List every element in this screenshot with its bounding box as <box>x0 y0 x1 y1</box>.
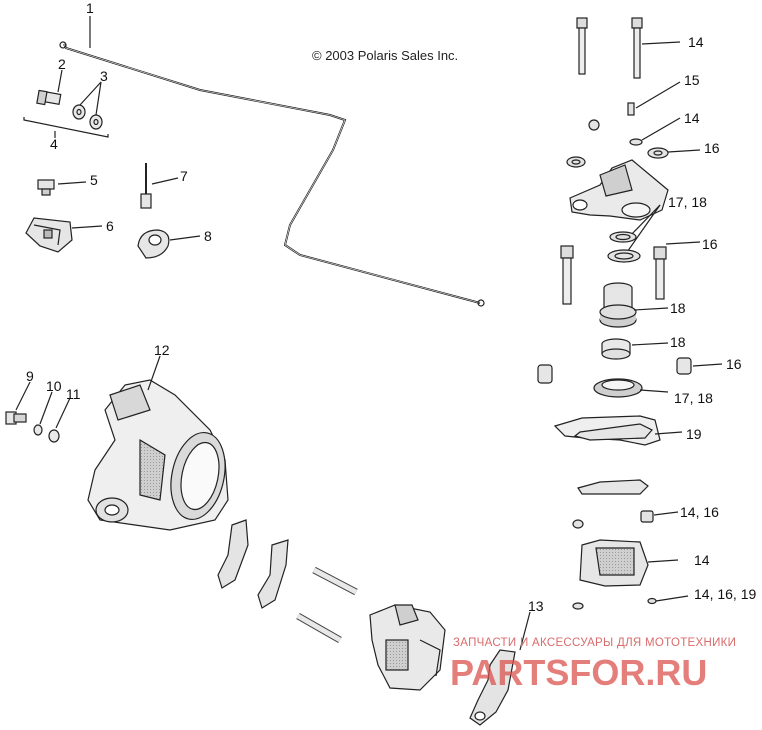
callout-3: 3 <box>100 68 108 84</box>
callout-9: 9 <box>26 368 34 384</box>
seal-assembly-17-18 <box>593 378 643 398</box>
callout-15: 15 <box>684 72 700 88</box>
washer-11 <box>48 429 60 443</box>
watermark-subtitle: ЗАПЧАСТИ И АКСЕССУАРЫ ДЛЯ МОТОТЕХНИКИ <box>453 637 737 649</box>
bracket-13 <box>469 649 516 726</box>
callout-14-16: 14, 16 <box>680 504 719 520</box>
callout-14-top: 14 <box>688 34 704 50</box>
callout-13: 13 <box>528 598 544 614</box>
callout-1: 1 <box>86 0 94 16</box>
caliper-bolts-16 <box>560 245 667 305</box>
brake-pads <box>217 519 289 609</box>
brake-caliper <box>369 604 446 691</box>
clip-6 <box>25 217 73 253</box>
bushing-16-right <box>676 357 692 375</box>
callout-10: 10 <box>46 378 62 394</box>
kit-bracket-4 <box>23 117 109 138</box>
callout-11: 11 <box>66 386 81 402</box>
washer-10 <box>33 424 43 436</box>
callout-4: 4 <box>50 136 58 152</box>
watermark-logo: PARTSFOR.RU <box>450 652 707 693</box>
pad-shims-19 <box>553 415 661 495</box>
bleeder-15 <box>627 102 635 116</box>
callout-19: 19 <box>686 426 702 442</box>
p-clip-8 <box>137 229 170 259</box>
knuckle-housing-12 <box>87 379 229 531</box>
screw-7 <box>140 163 152 209</box>
callout-12: 12 <box>154 342 170 358</box>
washers-3 <box>72 104 103 130</box>
callout-18-piston: 18 <box>670 300 686 316</box>
piston-seal-18 <box>601 338 631 360</box>
callout-7: 7 <box>180 168 188 184</box>
callout-14-seal: 14 <box>684 110 700 126</box>
callout-2: 2 <box>58 56 66 72</box>
piston-18 <box>599 282 637 328</box>
brake-line <box>59 41 485 307</box>
callout-14-16-19: 14, 16, 19 <box>694 586 757 602</box>
callout-14-lower: 14 <box>694 552 710 568</box>
bushing-16-left <box>537 364 553 384</box>
seal-14 <box>629 138 643 146</box>
callout-16-bolts: 16 <box>702 236 718 252</box>
lower-caliper-14 <box>579 539 649 587</box>
callout-16-top: 16 <box>704 140 720 156</box>
bolt-5 <box>37 179 55 196</box>
callout-17-18-bottom: 17, 18 <box>674 390 713 406</box>
callout-17-18-top: 17, 18 <box>668 194 707 210</box>
callout-16-bushing: 16 <box>726 356 742 372</box>
master-cylinder <box>569 159 669 221</box>
callout-6: 6 <box>106 218 114 234</box>
master-cylinder-bolts-14 <box>576 17 643 79</box>
copyright-notice: © 2003 Polaris Sales Inc. <box>312 48 459 63</box>
callout-8: 8 <box>204 228 212 244</box>
bolt-9 <box>5 411 27 425</box>
callout-5: 5 <box>90 172 98 188</box>
callout-18-seal: 18 <box>670 334 686 350</box>
caliper-pins <box>296 566 358 644</box>
bolt-2 <box>36 89 62 106</box>
